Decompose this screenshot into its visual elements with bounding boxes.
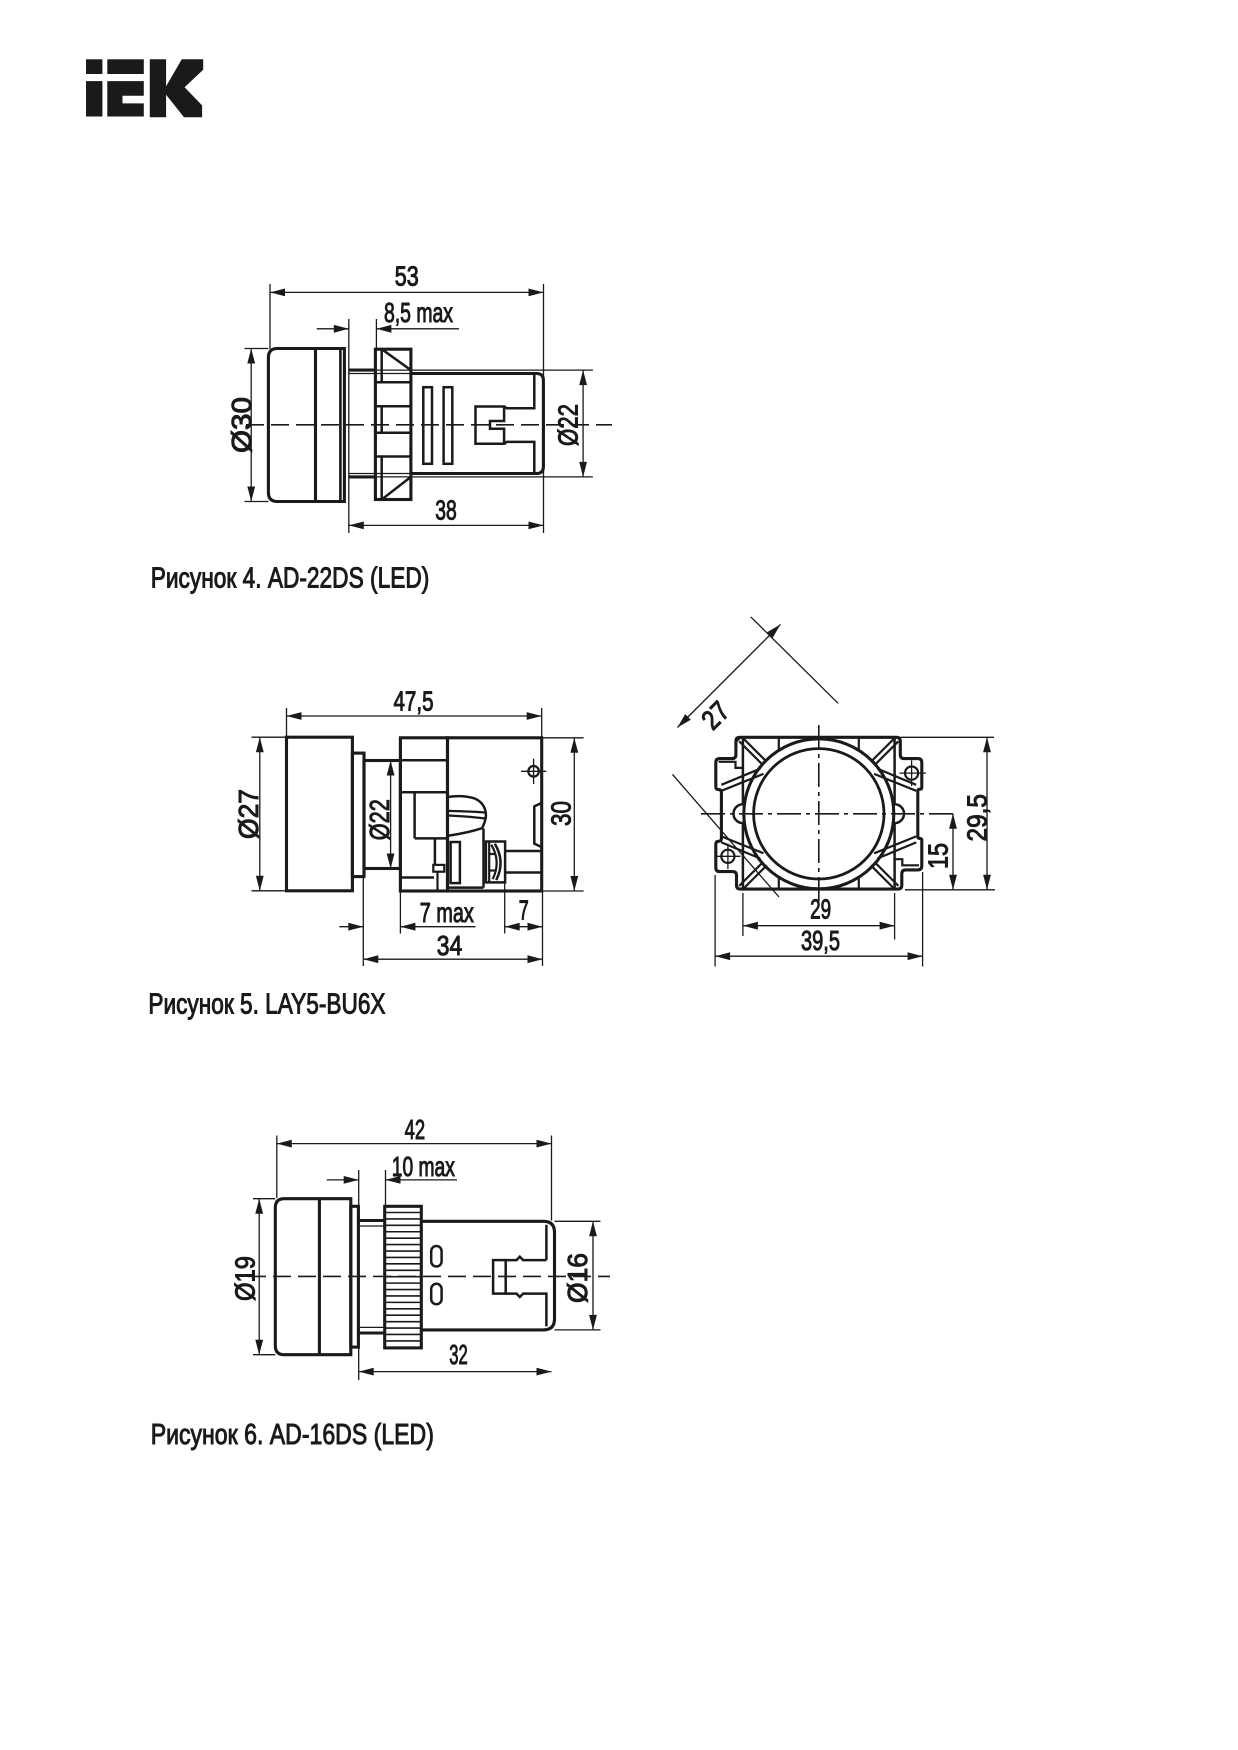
thread-neck-ad16ds bbox=[358, 1218, 385, 1335]
iek-logo bbox=[86, 59, 204, 118]
dim-label-dia16: Ø16 bbox=[562, 1253, 593, 1303]
dim-label-15: 15 bbox=[922, 843, 953, 869]
dim-label-29-5: 29,5 bbox=[961, 794, 992, 842]
button-cap-lay5 bbox=[284, 735, 354, 893]
screw-hole-lay5-side bbox=[520, 758, 547, 784]
dim-label-42: 42 bbox=[405, 1114, 426, 1145]
figure-lay5-side: 47,5 Ø27 Ø22 30 7 max 34 7 bbox=[233, 685, 584, 966]
bezel-block-lay5 bbox=[398, 736, 450, 893]
dim-label-10-max: 10 max bbox=[392, 1151, 455, 1182]
dim-label-30: 30 bbox=[546, 801, 577, 826]
figure-ad-22ds: 53 8,5 max 38 Ø30 Ø22 bbox=[225, 260, 612, 533]
rear-terminal-lay5 bbox=[533, 801, 543, 849]
dimensions-ad16ds: 42 10 max 32 Ø19 Ø16 bbox=[229, 1114, 601, 1380]
terminal-recess-ad22ds bbox=[474, 374, 536, 473]
dim-label-29: 29 bbox=[810, 894, 831, 925]
plunger-lay5 bbox=[447, 794, 488, 889]
screw-hole-bottom-left bbox=[715, 843, 741, 870]
dim-label-7: 7 bbox=[519, 895, 529, 926]
figure-caption-ad-22ds: Рисунок 4. AD-22DS (LED) bbox=[151, 563, 430, 595]
terminal-recess-ad16ds bbox=[491, 1224, 548, 1327]
knurled-nut-ad16ds bbox=[383, 1204, 423, 1350]
dim-label-39-5: 39,5 bbox=[801, 925, 840, 956]
figure-lay5-front: 27 29 39,5 15 29,5 bbox=[671, 616, 995, 967]
dim-label-dia22: Ø22 bbox=[553, 404, 584, 446]
contact-block-lay5 bbox=[445, 736, 544, 893]
corner-ribs-lay5 bbox=[720, 738, 917, 890]
dimensions-ad22ds: 53 8,5 max 38 Ø30 Ø22 bbox=[225, 260, 587, 533]
dim-label-47-5: 47,5 bbox=[394, 686, 434, 717]
dim-label-dia27: Ø27 bbox=[233, 789, 264, 839]
lens-cap-ad22ds bbox=[266, 346, 346, 504]
vent-slots-ad22ds bbox=[422, 385, 454, 466]
dim-label-8-5-max: 8,5 max bbox=[384, 297, 453, 328]
vent-slots-ad16ds bbox=[429, 1244, 443, 1306]
terminal-screw-lay5 bbox=[484, 840, 542, 884]
dim-label-dia19: Ø19 bbox=[230, 1256, 261, 1301]
dim-label-34: 34 bbox=[437, 930, 463, 961]
dim-label-dia30: Ø30 bbox=[226, 397, 257, 453]
figure-caption-ad-16ds: Рисунок 6. AD-16DS (LED) bbox=[151, 1419, 434, 1451]
locking-nut-ad22ds bbox=[373, 347, 413, 502]
dim-label-38: 38 bbox=[435, 495, 457, 526]
dim-label-32: 32 bbox=[449, 1339, 468, 1370]
dim-label-53: 53 bbox=[395, 260, 419, 291]
iek-logo-glyphs bbox=[86, 59, 204, 118]
mounting-flange-outline-lay5 bbox=[714, 735, 924, 891]
dim-label-27: 27 bbox=[695, 695, 735, 735]
dimensions-lay5-side: 47,5 Ø27 Ø22 30 7 max 34 7 bbox=[233, 685, 584, 966]
figure-ad-16ds: 42 10 max 32 Ø19 Ø16 bbox=[229, 1114, 610, 1380]
dim-label-7-max: 7 max bbox=[420, 897, 474, 928]
housing-ad16ds bbox=[421, 1219, 557, 1332]
step-ring-lay5 bbox=[350, 751, 366, 879]
dim-label-dia22-lay5: Ø22 bbox=[364, 799, 395, 840]
figure-caption-lay5: Рисунок 5. LAY5-BU6X bbox=[148, 989, 385, 1021]
